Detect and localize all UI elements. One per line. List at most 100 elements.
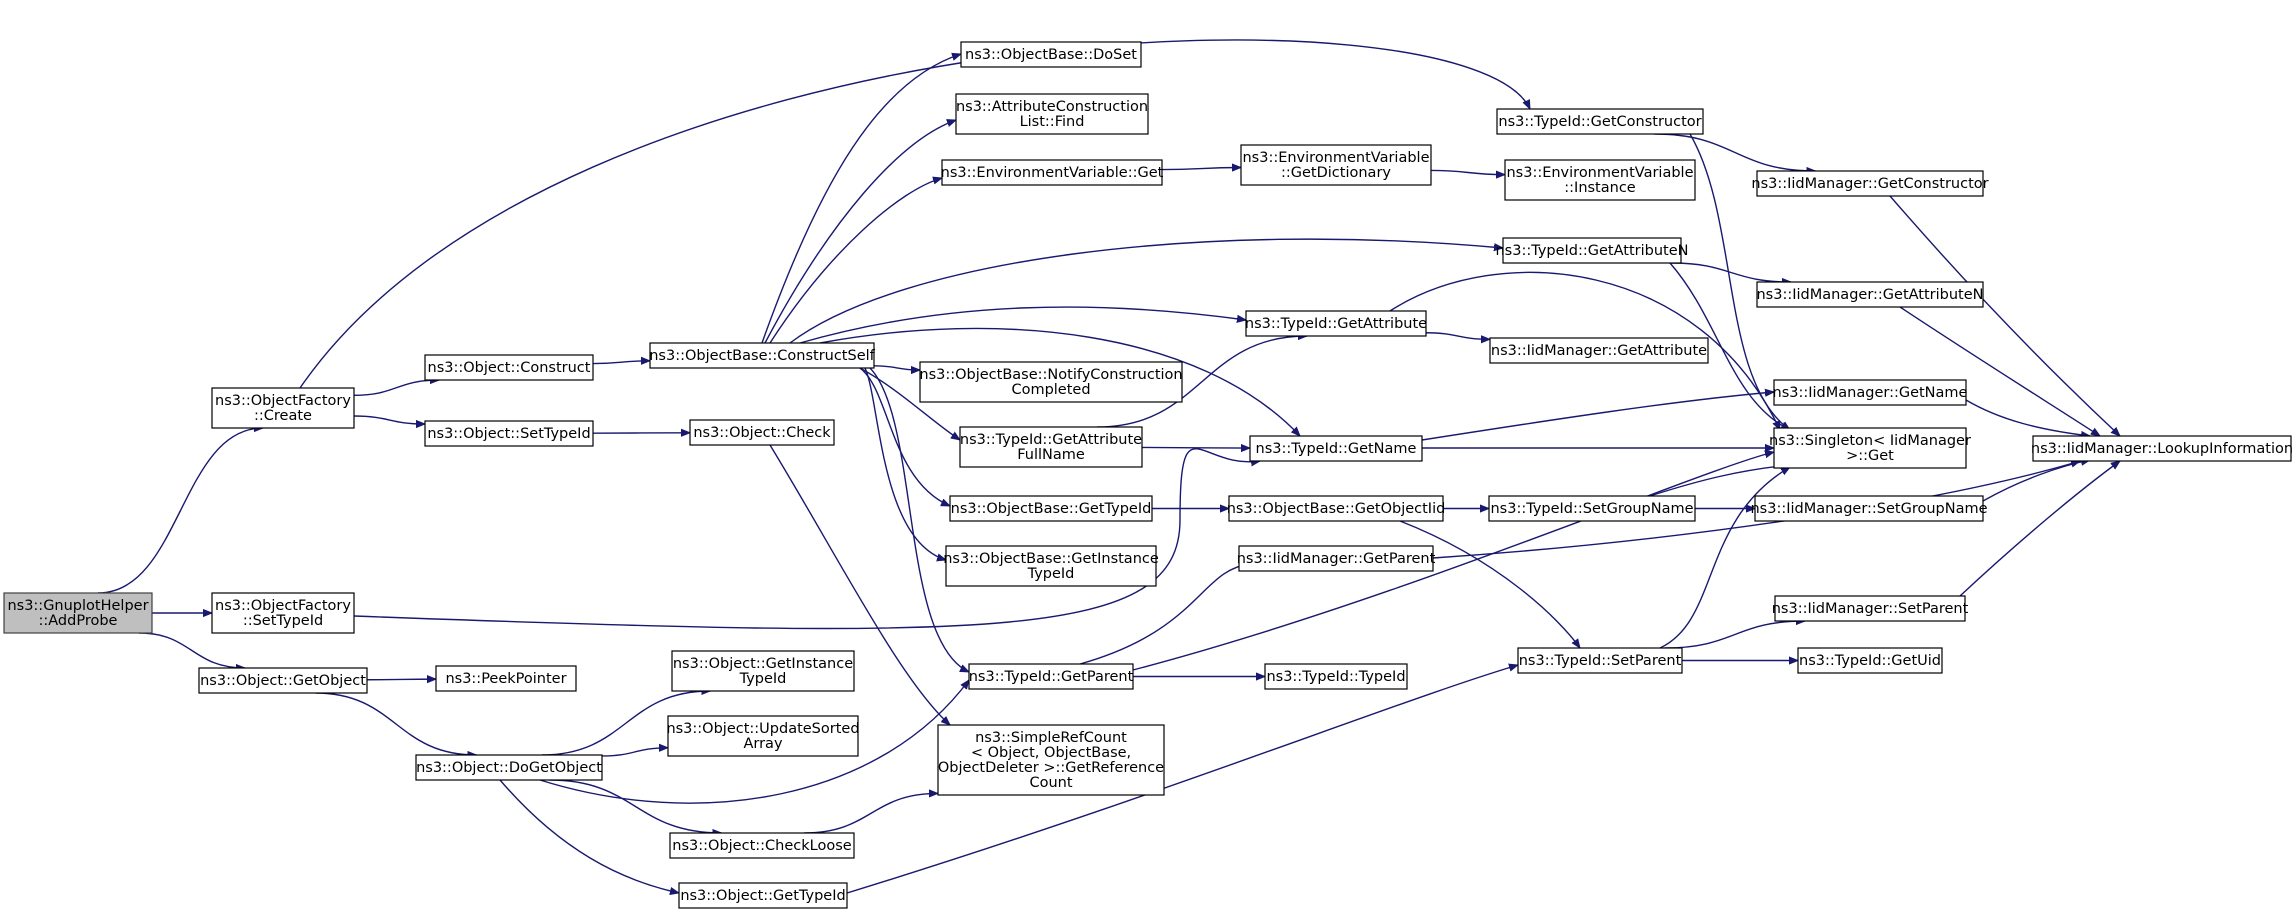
node-gnuplot-helper-add-probe[interactable]: ns3::GnuplotHelper::AddProbe [3, 592, 153, 634]
edge-iid-manager-set-parent-to-iid-manager-lookup-information [1959, 461, 2120, 597]
node-iid-manager-get-attribute-n[interactable]: ns3::IidManager::GetAttributeN [1756, 281, 1984, 308]
edge-gnuplot-helper-add-probe-to-object-get-object [138, 632, 245, 668]
node-object-base-do-set-label-line-1: ns3::ObjectBase::DoSet [965, 47, 1137, 63]
node-iid-manager-get-parent[interactable]: ns3::IidManager::GetParent [1237, 545, 1436, 572]
node-singleton-iid-manager-get[interactable]: ns3::Singleton< IidManager>::Get [1769, 427, 1971, 469]
node-simple-ref-count-get-reference-count-label-line-3: ObjectDeleter >::GetReference [938, 760, 1164, 776]
node-object-base-notify-construction-completed[interactable]: ns3::ObjectBase::NotifyConstructionCompl… [919, 361, 1183, 403]
node-iid-manager-get-attribute-box [1489, 337, 1709, 364]
edge-object-do-get-object-to-object-get-instance-type-id [541, 691, 710, 756]
node-object-base-construct-self[interactable]: ns3::ObjectBase::ConstructSelf [649, 342, 876, 369]
edge-object-get-type-id-to-type-id-set-parent [846, 665, 1518, 894]
node-object-base-construct-self-label-line-1: ns3::ObjectBase::ConstructSelf [649, 348, 875, 364]
node-iid-manager-lookup-information[interactable]: ns3::IidManager::LookupInformation [2031, 435, 2293, 462]
node-type-id-get-parent[interactable]: ns3::TypeId::GetParent [968, 663, 1134, 690]
node-object-check[interactable]: ns3::Object::Check [689, 419, 835, 446]
node-iid-manager-set-group-name-label-line-1: ns3::IidManager::SetGroupName [1750, 501, 1987, 517]
node-type-id-set-parent-label-line-1: ns3::TypeId::SetParent [1519, 653, 1682, 669]
node-gnuplot-helper-add-probe-box [3, 592, 153, 634]
edge-environment-variable-get-dictionary-to-environment-variable-instance [1430, 169, 1505, 174]
node-type-id-get-uid-label-line-1: ns3::TypeId::GetUid [1799, 653, 1941, 669]
node-environment-variable-get-box [941, 159, 1163, 186]
node-object-base-get-object-iid-box [1228, 495, 1444, 522]
node-environment-variable-instance[interactable]: ns3::EnvironmentVariable::Instance [1504, 159, 1696, 201]
node-gnuplot-helper-add-probe-label-line-2: ::AddProbe [39, 613, 118, 629]
node-iid-manager-set-parent-box [1774, 595, 1966, 622]
node-type-id-get-attribute-n[interactable]: ns3::TypeId::GetAttributeN [1495, 237, 1689, 264]
node-object-construct[interactable]: ns3::Object::Construct [424, 354, 594, 381]
node-object-check-label-line-1: ns3::Object::Check [693, 425, 831, 441]
node-iid-manager-set-group-name[interactable]: ns3::IidManager::SetGroupName [1750, 495, 1988, 522]
node-object-base-do-set[interactable]: ns3::ObjectBase::DoSet [960, 41, 1142, 68]
node-object-set-type-id[interactable]: ns3::Object::SetTypeId [424, 420, 594, 447]
edge-environment-variable-get-to-environment-variable-get-dictionary [1161, 168, 1241, 170]
node-type-id-get-name[interactable]: ns3::TypeId::GetName [1249, 435, 1423, 462]
node-iid-manager-get-constructor[interactable]: ns3::IidManager::GetConstructor [1751, 170, 1989, 197]
node-type-id-get-attribute-full-name-box [959, 426, 1143, 468]
node-object-base-notify-construction-completed-box [919, 361, 1183, 403]
node-iid-manager-get-name[interactable]: ns3::IidManager::GetName [1773, 379, 1968, 406]
edge-iid-manager-set-group-name-to-iid-manager-lookup-information [1982, 460, 2090, 502]
node-iid-manager-set-parent[interactable]: ns3::IidManager::SetParent [1772, 595, 1969, 622]
node-object-get-instance-type-id-label-line-2: TypeId [739, 671, 787, 687]
edge-object-get-object-to-object-do-get-object [315, 692, 476, 755]
node-environment-variable-get[interactable]: ns3::EnvironmentVariable::Get [941, 159, 1164, 186]
node-object-update-sorted-array-label-line-1: ns3::Object::UpdateSorted [666, 721, 859, 737]
node-object-base-get-type-id[interactable]: ns3::ObjectBase::GetTypeId [949, 495, 1153, 522]
node-object-base-get-object-iid-label-line-1: ns3::ObjectBase::GetObjectIid [1227, 501, 1446, 517]
node-object-factory-create-box [211, 387, 355, 429]
node-type-id-get-uid[interactable]: ns3::TypeId::GetUid [1797, 647, 1943, 674]
node-iid-manager-get-parent-label-line-1: ns3::IidManager::GetParent [1237, 551, 1436, 567]
node-object-base-get-object-iid[interactable]: ns3::ObjectBase::GetObjectIid [1227, 495, 1446, 522]
node-object-do-get-object[interactable]: ns3::Object::DoGetObject [415, 754, 603, 781]
node-type-id-set-group-name[interactable]: ns3::TypeId::SetGroupName [1488, 495, 1696, 522]
edge-object-get-object-to-peek-pointer [366, 679, 436, 680]
edge-object-do-get-object-to-type-id-get-parent [539, 680, 969, 804]
node-iid-manager-get-attribute-n-label-line-1: ns3::IidManager::GetAttributeN [1756, 287, 1983, 303]
node-peek-pointer[interactable]: ns3::PeekPointer [435, 665, 577, 692]
node-type-id-type-id-label-line-1: ns3::TypeId::TypeId [1266, 669, 1405, 685]
node-type-id-get-constructor[interactable]: ns3::TypeId::GetConstructor [1496, 108, 1704, 135]
edge-object-base-get-object-iid-to-type-id-set-parent [1399, 520, 1580, 648]
edge-object-base-construct-self-to-environment-variable-get [769, 178, 942, 344]
edge-object-base-construct-self-to-object-base-notify-construction-completed [873, 365, 920, 370]
edge-type-id-get-attribute-to-iid-manager-get-attribute [1425, 332, 1490, 340]
edge-object-do-get-object-to-object-get-type-id [499, 779, 679, 893]
node-object-get-type-id[interactable]: ns3::Object::GetTypeId [678, 882, 848, 909]
edge-object-base-construct-self-to-attribute-construction-list-find [764, 120, 956, 344]
node-simple-ref-count-get-reference-count[interactable]: ns3::SimpleRefCount< Object, ObjectBase,… [937, 724, 1165, 796]
node-type-id-type-id[interactable]: ns3::TypeId::TypeId [1264, 663, 1408, 690]
node-object-update-sorted-array-box [667, 715, 859, 757]
edge-type-id-get-constructor-to-singleton-iid-manager-get [1689, 133, 1790, 430]
node-iid-manager-get-attribute[interactable]: ns3::IidManager::GetAttribute [1489, 337, 1709, 364]
node-type-id-set-parent[interactable]: ns3::TypeId::SetParent [1517, 647, 1683, 674]
edge-type-id-get-attribute-full-name-to-type-id-get-name [1141, 447, 1250, 448]
edge-type-id-get-attribute-full-name-to-type-id-get-attribute [1097, 336, 1307, 428]
node-type-id-get-parent-box [968, 663, 1134, 690]
node-object-factory-create-label-line-1: ns3::ObjectFactory [215, 393, 351, 409]
node-object-get-object[interactable]: ns3::Object::GetObject [198, 667, 368, 694]
edge-object-base-construct-self-to-type-id-get-attribute-full-name [859, 367, 960, 440]
nodes-layer: ns3::GnuplotHelper::AddProbe ns3::ObjectF… [3, 41, 2293, 909]
node-singleton-iid-manager-get-label-line-1: ns3::Singleton< IidManager [1769, 433, 1971, 449]
edge-object-base-construct-self-to-object-base-do-set [761, 54, 961, 344]
edge-object-base-construct-self-to-object-base-get-instance-type-id [864, 367, 946, 560]
node-object-factory-create[interactable]: ns3::ObjectFactory::Create [211, 387, 355, 429]
node-environment-variable-get-label-line-1: ns3::EnvironmentVariable::Get [941, 165, 1164, 181]
edge-type-id-set-parent-to-iid-manager-set-parent [1664, 621, 1805, 649]
node-type-id-get-attribute[interactable]: ns3::TypeId::GetAttribute [1245, 310, 1427, 337]
node-type-id-set-group-name-label-line-1: ns3::TypeId::SetGroupName [1490, 501, 1693, 517]
node-iid-manager-get-constructor-box [1756, 170, 1984, 197]
node-simple-ref-count-get-reference-count-label-line-4: Count [1029, 775, 1072, 791]
edge-object-base-construct-self-to-type-id-get-parent [869, 367, 969, 673]
node-environment-variable-get-dictionary[interactable]: ns3::EnvironmentVariable::GetDictionary [1240, 144, 1432, 186]
edge-gnuplot-helper-add-probe-to-object-factory-create [97, 428, 263, 594]
node-object-factory-set-type-id[interactable]: ns3::ObjectFactory::SetTypeId [211, 592, 355, 634]
node-object-check-loose[interactable]: ns3::Object::CheckLoose [669, 832, 855, 859]
